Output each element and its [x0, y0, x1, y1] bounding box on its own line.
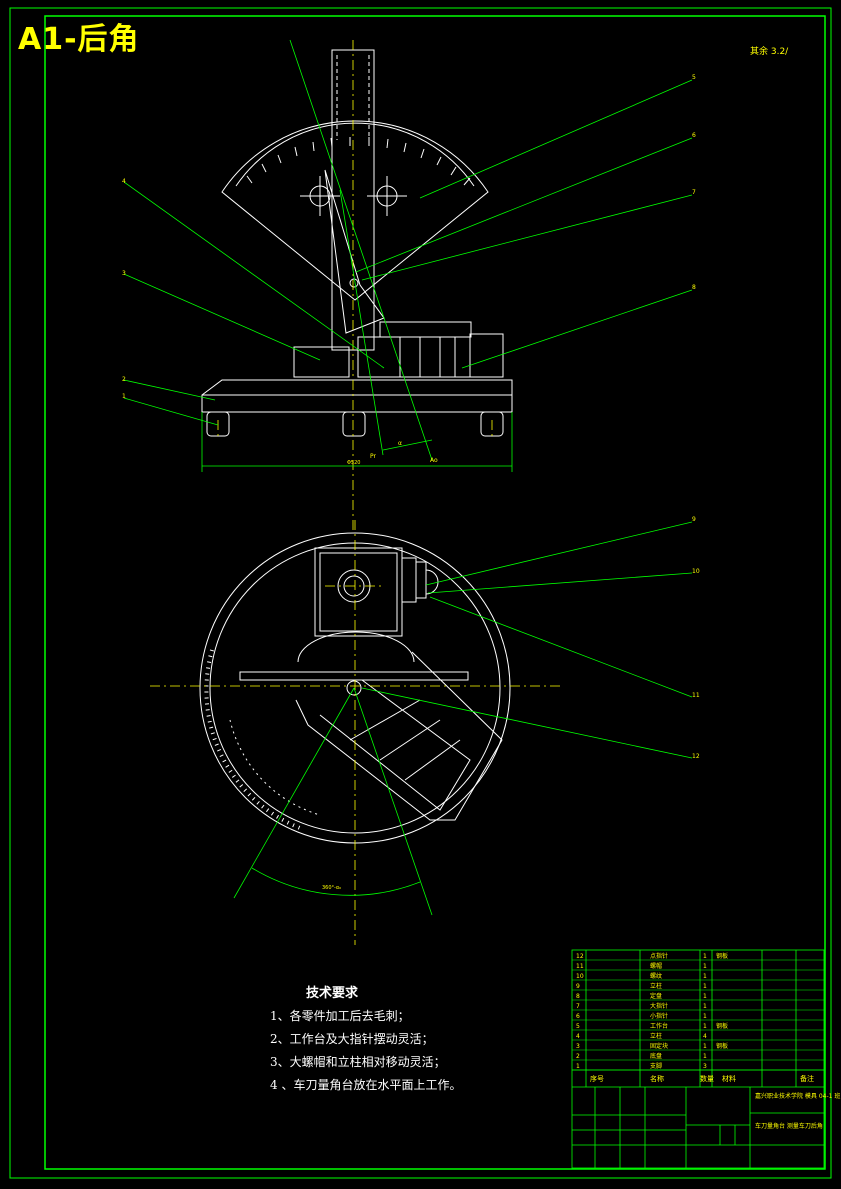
parts-cell: 1 — [703, 1053, 707, 1060]
parts-cell: 1 — [703, 993, 707, 1000]
callout-6: 6 — [692, 132, 696, 139]
school-name: 嘉兴职业技术学院 模具 04-1 班 — [755, 1092, 840, 1100]
leaders-top — [233, 521, 693, 916]
parts-cell: 3 — [576, 1043, 580, 1050]
parts-cell: 3 — [703, 1063, 707, 1070]
roughness-symbol: 其余 3.2/ — [750, 47, 789, 57]
front-view — [201, 49, 513, 437]
callout-4: 4 — [122, 178, 126, 185]
callout-11: 11 — [692, 692, 700, 699]
parts-cell: 1 — [703, 1013, 707, 1020]
header-name: 名称 — [650, 1074, 664, 1083]
label-ao: Ao — [430, 457, 438, 464]
parts-cell: 6 — [576, 1013, 580, 1020]
parts-cell: 钢板 — [716, 1022, 728, 1030]
parts-cell: 1 — [703, 1043, 707, 1050]
parts-cell: 螺纹 — [650, 972, 662, 980]
tech-item-2: 2、工作台及大指针摆动灵活； — [270, 1032, 434, 1046]
parts-cell: 钢板 — [716, 952, 728, 960]
parts-cell: 10 — [576, 973, 584, 980]
parts-cell: 底盘 — [650, 1052, 662, 1060]
label-pr: Pr — [370, 453, 377, 460]
callout-5: 5 — [692, 74, 696, 81]
parts-cell: 1 — [703, 953, 707, 960]
parts-cell: 1 — [703, 983, 707, 990]
callout-2: 2 — [122, 376, 126, 383]
parts-cell: 工作台 — [650, 1022, 668, 1030]
callout-7: 7 — [692, 189, 696, 196]
parts-cell: 4 — [576, 1033, 580, 1040]
callout-8: 8 — [692, 284, 696, 291]
label-alpha: α — [398, 440, 402, 447]
callout-3: 3 — [122, 270, 126, 277]
parts-cell: 11 — [576, 963, 584, 970]
parts-cell: 大指针 — [650, 1002, 668, 1010]
leaders-front — [123, 39, 693, 472]
header-remark: 备注 — [800, 1074, 814, 1083]
callout-1: 1 — [122, 393, 126, 400]
tech-heading: 技术要求 — [306, 986, 359, 1001]
sheet-title: A1-后角 — [18, 22, 140, 57]
centerlines-front — [217, 40, 493, 530]
outer-frame — [9, 7, 832, 1179]
centerlines-top — [150, 520, 560, 945]
title-block — [571, 949, 825, 1169]
parts-cell: 5 — [576, 1023, 580, 1030]
parts-cell: 点指针 — [650, 952, 668, 960]
tech-item-4: 4 、车刀量角台放在水平面上工作。 — [270, 1078, 462, 1092]
dial-ticks — [246, 137, 471, 186]
parts-cell: 1 — [703, 1003, 707, 1010]
parts-cell: 钢板 — [716, 1042, 728, 1050]
parts-cell: 螺帽 — [650, 962, 662, 970]
parts-cell: 立柱 — [650, 1032, 662, 1040]
drawing-name: 车刀量角台 测量车刀后角 — [755, 1122, 823, 1130]
dim-angle: 360°-α₀ — [322, 885, 341, 891]
callout-labels: 1 2 3 4 5 6 7 8 9 10 11 12 Φ520 360°-α₀ … — [122, 74, 700, 891]
parts-cell: 小指针 — [650, 1012, 668, 1020]
header-qty: 数量 — [700, 1074, 714, 1083]
parts-cell: 立柱 — [650, 982, 662, 990]
parts-cell: 2 — [576, 1053, 580, 1060]
dim-base-width: Φ520 — [347, 460, 360, 466]
parts-cell: 1 — [703, 1023, 707, 1030]
parts-cell: 8 — [576, 993, 580, 1000]
parts-cell: 1 — [703, 963, 707, 970]
technical-requirements: 技术要求 1、各零件加工后去毛刺； 2、工作台及大指针摆动灵活； 3、大螺帽和立… — [270, 982, 461, 1097]
parts-cell: 12 — [576, 953, 584, 960]
header-material: 材料 — [722, 1074, 736, 1083]
parts-cell: 9 — [576, 983, 580, 990]
parts-cell: 7 — [576, 1003, 580, 1010]
tech-item-3: 3、大螺帽和立柱相对移动灵活； — [270, 1055, 446, 1069]
parts-cell: 1 — [703, 973, 707, 980]
parts-cell: 1 — [576, 1063, 580, 1070]
header-no: 序号 — [590, 1074, 604, 1083]
parts-cell: 固定块 — [650, 1042, 668, 1050]
parts-cell: 定盘 — [650, 992, 662, 1000]
parts-cell: 支脚 — [650, 1062, 662, 1070]
inner-frame — [44, 15, 826, 1170]
parts-cell: 4 — [703, 1033, 707, 1040]
callout-10: 10 — [692, 568, 700, 575]
callout-12: 12 — [692, 753, 700, 760]
callout-9: 9 — [692, 516, 696, 523]
title-block-text: 序号 名称 数量 材料 备注 嘉兴职业技术学院 模具 04-1 班 车刀量角台 … — [590, 1074, 840, 1130]
tech-item-1: 1、各零件加工后去毛刺； — [270, 1009, 410, 1023]
